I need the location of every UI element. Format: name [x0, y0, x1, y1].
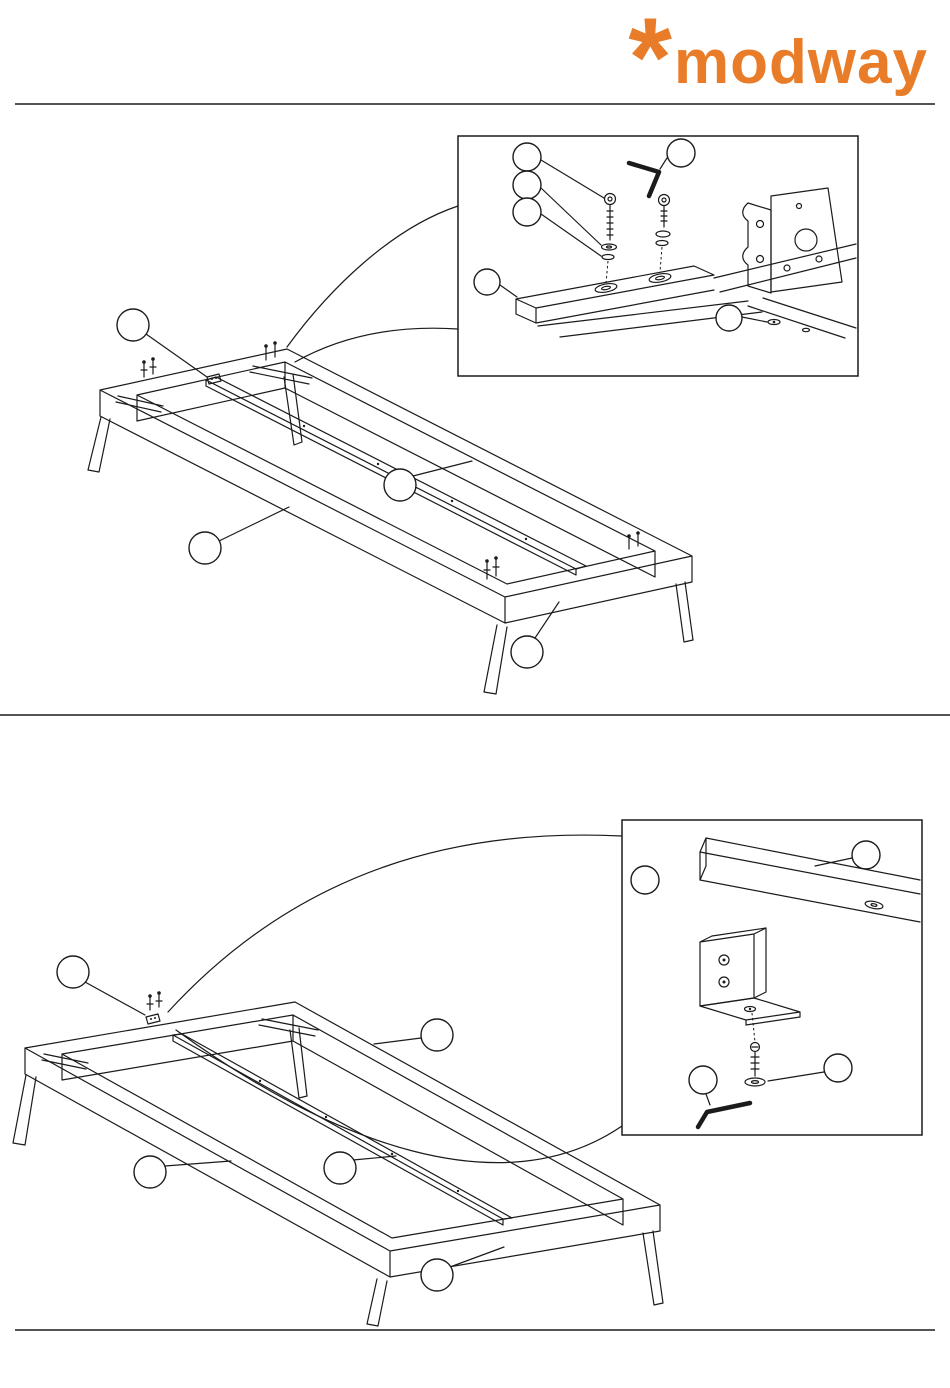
step2-callouts: [56, 955, 505, 1292]
center-rail: [172, 1033, 513, 1226]
inset-border: [621, 819, 923, 1136]
callout-circle: [715, 304, 768, 332]
callout-circle: [383, 460, 473, 502]
rail-bracket-plate: [206, 373, 222, 385]
callout-circle: [133, 1155, 232, 1189]
callout-circle: [56, 955, 146, 1016]
callout-circle: [512, 197, 602, 257]
callout-circle: [767, 1053, 853, 1083]
step1-detail-inset: [457, 135, 859, 377]
side-rail-drawing: [699, 837, 921, 923]
callout-circle: [473, 268, 518, 298]
modway-logo: * modway: [628, 2, 928, 128]
callout-circle: [323, 1151, 397, 1185]
l-bracket-drawing: [699, 927, 801, 1026]
callout-circle: [814, 840, 881, 870]
frame-screws: [140, 341, 640, 580]
frame-outline: [99, 348, 693, 624]
callout-circle: [512, 142, 605, 199]
callout-circle: [659, 138, 696, 170]
callout-circle: [510, 601, 560, 669]
inset-callouts: [473, 138, 768, 332]
allen-wrench-drawing: [626, 160, 662, 199]
asterisk-logo-icon: *: [628, 0, 672, 120]
callout-circle: [188, 506, 290, 565]
step2-detail-inset: [621, 819, 923, 1136]
cleat-rail-drawing: [515, 243, 857, 338]
screw-with-washer-drawing: [744, 1012, 766, 1087]
callout-circle: [116, 308, 208, 378]
corner-braces: [115, 365, 313, 413]
step1-bed-frame: [87, 341, 694, 695]
inset-callouts: [630, 840, 881, 1106]
step2-diagram: [12, 819, 923, 1327]
frame-screws: [146, 991, 163, 1011]
callout-circle: [688, 1065, 718, 1106]
callout-circle: [420, 1246, 505, 1292]
frame-legs: [12, 1027, 664, 1327]
step2-bed-frame: [12, 991, 664, 1327]
step2-zoom-curves: [167, 834, 623, 1164]
bolt-with-washers-2: [655, 193, 671, 273]
center-rail-holes: [258, 1079, 460, 1193]
page-rules: [0, 103, 950, 1331]
step1-diagram: [87, 135, 859, 695]
bolt-with-washers-1: [600, 192, 618, 284]
rail-bracket-plate: [145, 1013, 161, 1025]
step1-zoom-curves: [286, 205, 459, 363]
frame-outline: [24, 1001, 661, 1278]
corner-braces: [41, 1018, 319, 1070]
callout-circle: [630, 865, 660, 895]
frame-legs: [87, 373, 694, 695]
step1-callouts: [116, 308, 560, 669]
corner-bracket-drawing: [742, 187, 857, 339]
allen-wrench-drawing: [695, 1100, 753, 1130]
logo-wordmark: modway: [673, 28, 928, 97]
center-rail-holes: [302, 424, 528, 541]
callout-circle: [373, 1018, 454, 1052]
